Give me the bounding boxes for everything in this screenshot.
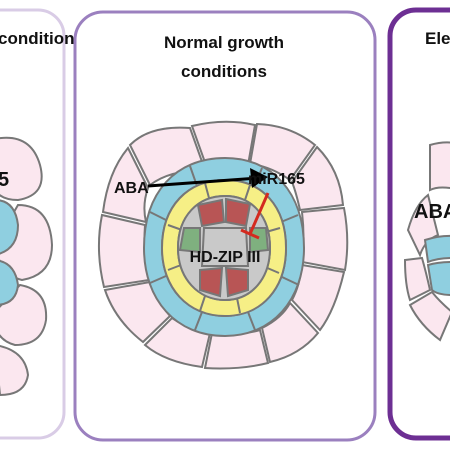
right-panel-label-fragment: ABA: [414, 201, 450, 223]
right-endodermis-cell: [426, 261, 450, 296]
aba-label: ABA: [114, 180, 149, 197]
right-endodermis-cell: [423, 234, 450, 264]
right-panel-title-line-1: Ele: [425, 29, 450, 48]
right-epidermis-cell: [403, 256, 432, 302]
left-epidermis-cell: [0, 345, 30, 397]
xylem-cell: [225, 197, 252, 228]
right-panel: Ele ABA: [387, 7, 450, 441]
left-endodermis-cell: [0, 259, 20, 306]
aba-to-mir165-activation-arrow: [147, 176, 259, 188]
epidermis-cell: [97, 213, 151, 289]
xylem-cell: [224, 266, 249, 298]
pericycle-wall: [236, 297, 241, 314]
pericycle-wall: [167, 264, 182, 271]
left-root-section: [0, 136, 54, 397]
right-epidermis-cell: [408, 290, 450, 342]
center-panel-title-line-2: conditions: [181, 62, 267, 81]
phloem-cell: [249, 227, 270, 254]
endodermis-wall: [194, 311, 203, 331]
vascular-cylinder: [176, 194, 272, 302]
mir165-to-hdzip-repression-line: [248, 192, 270, 235]
endodermis-wall: [149, 275, 167, 284]
pericycle-wall: [204, 182, 210, 199]
xylem-cell: [199, 266, 224, 298]
right-epidermis-cell: [429, 141, 450, 192]
left-panel-label-fragment: 5: [0, 169, 9, 191]
xylem-cell: [196, 198, 226, 228]
phloem-cell: [178, 227, 201, 254]
epidermis-cell: [290, 145, 345, 212]
vascular-cell: [200, 227, 250, 267]
pericycle-wall: [244, 184, 251, 201]
pericycle-wall: [199, 295, 206, 312]
mir165-label: miR165: [248, 171, 305, 188]
left-endodermis-cell: [0, 199, 20, 255]
endodermis-wall: [149, 211, 167, 221]
epidermis-layer: [97, 120, 349, 370]
right-epidermis-cell: [406, 193, 440, 258]
endodermis-wall: [281, 276, 300, 286]
left-panel-title-line-2: conditions: [0, 29, 84, 48]
hdzip3-label: HD-ZIP III: [190, 249, 261, 266]
endodermis-wall: [280, 214, 299, 223]
right-root-section: [403, 141, 450, 342]
epidermis-cell: [300, 206, 349, 272]
center-panel: Normal growth conditions: [73, 10, 377, 442]
left-panel: conditions 5: [0, 8, 84, 440]
activation-arrowhead: [250, 168, 268, 188]
center-panel-title-line-1: Normal growth: [164, 33, 284, 52]
epidermis-cell: [101, 146, 150, 224]
regulation-arrows: [147, 168, 270, 240]
left-epidermis-cell: [0, 136, 43, 202]
endodermis-wall: [247, 311, 256, 331]
repression-bar: [240, 228, 260, 240]
